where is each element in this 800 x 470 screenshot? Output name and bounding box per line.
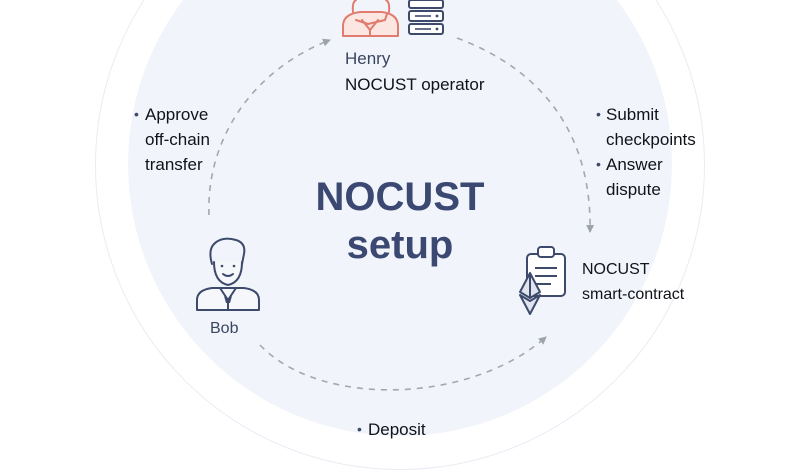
operator-role: NOCUST operator xyxy=(345,75,485,94)
bullet-deposit: • xyxy=(357,421,362,437)
operator-person-icon xyxy=(342,0,399,37)
operator-name: Henry xyxy=(345,49,391,68)
left-action-line2: off-chain xyxy=(145,130,210,149)
inner-circle xyxy=(128,0,672,436)
contract-line2: smart-contract xyxy=(582,286,685,303)
diagram-graphics xyxy=(196,0,595,391)
user-name: Bob xyxy=(210,320,239,337)
bottom-action-line1: Deposit xyxy=(368,420,426,439)
title-line2: setup xyxy=(346,223,454,267)
right-action-2-line1: Answer xyxy=(606,155,663,174)
contract-line1: NOCUST xyxy=(582,261,650,278)
right-action-1-line2: checkpoints xyxy=(606,130,696,149)
right-action-2-line2: dispute xyxy=(606,180,661,199)
bullet-submit: • xyxy=(596,106,601,122)
bob-person-icon xyxy=(196,237,260,311)
arrow-bob-to-operator xyxy=(208,38,331,216)
arrow-operator-to-contract xyxy=(456,37,595,233)
title-line1: NOCUST xyxy=(315,175,485,219)
ethereum-icon xyxy=(519,272,541,315)
right-action-1-line1: Submit xyxy=(606,105,659,124)
arrow-bob-to-contract xyxy=(259,336,547,391)
server-icon xyxy=(408,0,444,35)
bullet-answer: • xyxy=(596,156,601,172)
left-action-line3: transfer xyxy=(145,155,203,174)
bullet-approve: • xyxy=(134,106,139,122)
left-action-line1: Approve xyxy=(145,105,209,124)
